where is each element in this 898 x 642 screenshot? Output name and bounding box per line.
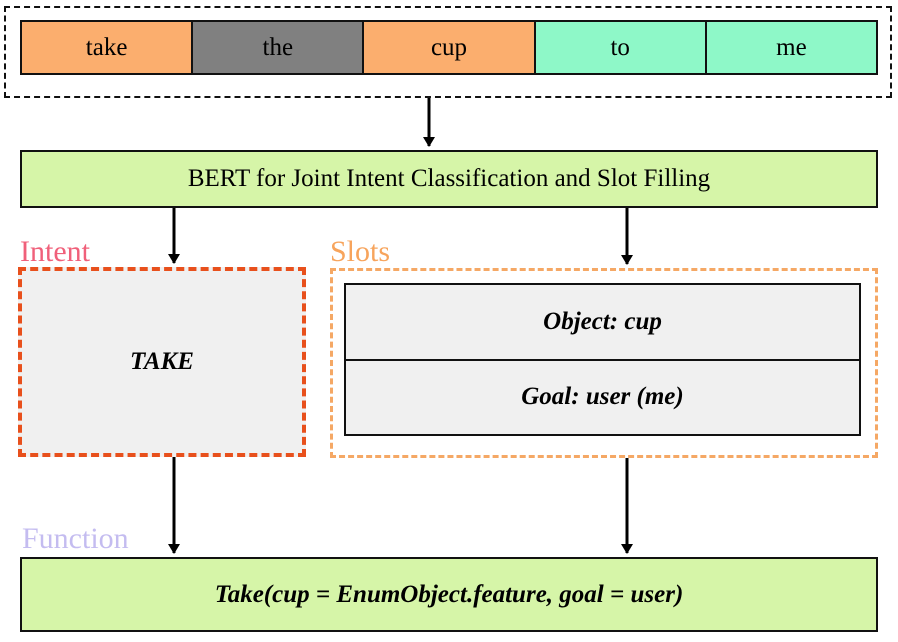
slots-box xyxy=(330,268,878,458)
intent-box: TAKE xyxy=(18,267,306,457)
function-call: Take(cup = EnumObject.feature, goal = us… xyxy=(214,580,684,608)
function-heading: Function xyxy=(22,522,129,555)
intent-heading: Intent xyxy=(20,235,90,268)
token-2: cup xyxy=(364,22,536,73)
token-sequence: take the cup to me xyxy=(20,20,878,75)
slot-goal: Goal: user (me) xyxy=(346,358,859,435)
token-0: take xyxy=(22,22,194,73)
slot-table: Object: cup Goal: user (me) xyxy=(344,283,861,436)
slots-heading: Slots xyxy=(330,235,391,268)
function-box: Take(cup = EnumObject.feature, goal = us… xyxy=(20,557,878,632)
token-4: me xyxy=(706,22,877,73)
token-1: the xyxy=(193,22,365,73)
token-3: to xyxy=(535,22,707,73)
slot-object: Object: cup xyxy=(543,307,662,335)
input-sentence-frame xyxy=(4,6,892,98)
bert-model-box: BERT for Joint Intent Classification and… xyxy=(20,150,878,208)
intent-value: TAKE xyxy=(130,348,194,375)
